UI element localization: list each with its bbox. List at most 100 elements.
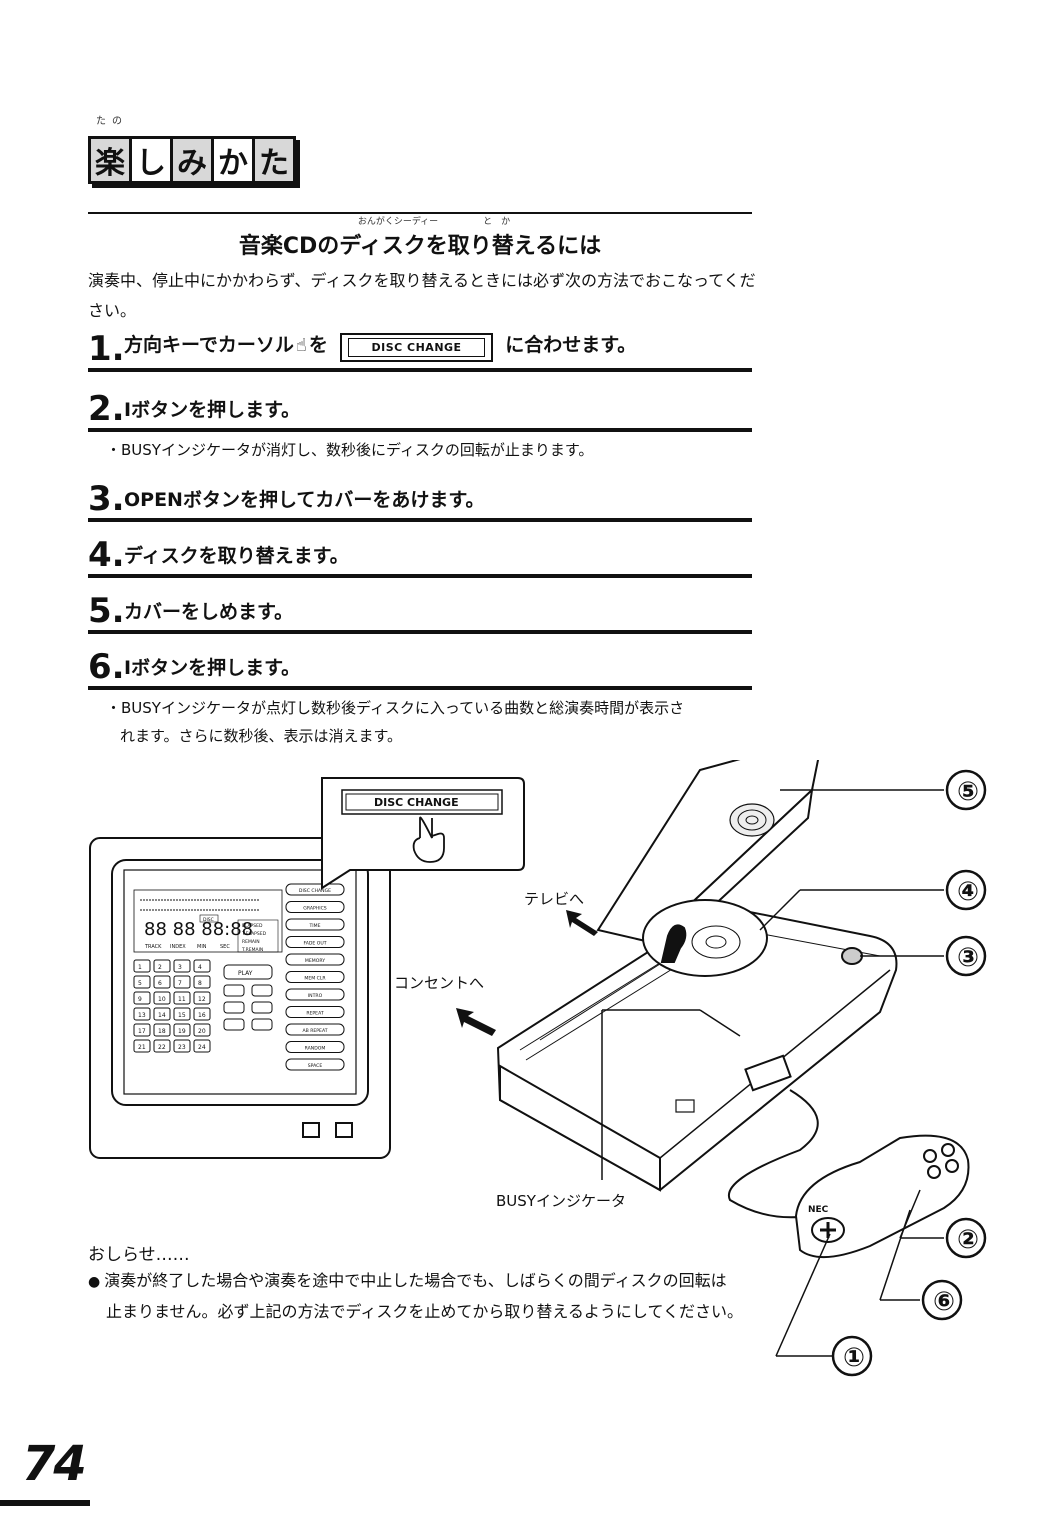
screen-keypad-key bbox=[153, 975, 171, 989]
step-4: 4. ディスクを取り替えます。 bbox=[88, 538, 752, 578]
screen-keypad-label: 1 bbox=[138, 964, 142, 971]
screen-keypad-label: 9 bbox=[138, 996, 142, 1003]
callout-3 bbox=[945, 935, 987, 977]
callout-5-label: ⑤ bbox=[957, 777, 979, 807]
screen-keypad-key bbox=[153, 1023, 171, 1037]
screen-keypad-label: 6 bbox=[158, 980, 162, 987]
screen-keypad-label: 18 bbox=[158, 1028, 166, 1035]
screen-keypad-key bbox=[133, 1039, 151, 1053]
screen-side-button bbox=[285, 883, 345, 896]
screen-side-button-label: FADE OUT bbox=[303, 941, 326, 947]
controller-cable bbox=[727, 1089, 841, 1219]
callout-3-label: ③ bbox=[957, 943, 979, 973]
screen-keypad-label: 14 bbox=[158, 1012, 166, 1019]
title-rule bbox=[88, 212, 752, 214]
screen-keypad-label: 19 bbox=[178, 1028, 186, 1035]
screen-keypad-label: 22 bbox=[158, 1044, 166, 1051]
screen-keypad-key bbox=[193, 1023, 211, 1037]
screen-keypad-label: 11 bbox=[178, 996, 186, 1003]
header-char: み bbox=[173, 139, 214, 181]
step-text-mid: を bbox=[308, 334, 328, 356]
callout-6 bbox=[921, 1279, 963, 1321]
step-text-pre: 方向キーでカーソル bbox=[124, 334, 294, 356]
tv-monitor bbox=[89, 837, 391, 1159]
callout-4-label: ④ bbox=[957, 877, 979, 907]
screen-keypad-key bbox=[173, 1023, 191, 1037]
screen-keypad-key bbox=[133, 1007, 151, 1021]
step-number: 6. bbox=[88, 647, 125, 687]
screen-keypad-key bbox=[193, 1039, 211, 1053]
step-text: ディスクを取り替えます。 bbox=[124, 545, 349, 567]
screen-side-button-label: MEMORY bbox=[305, 958, 325, 964]
screen-side-button-label: DISC CHANGE bbox=[299, 888, 331, 894]
notice-title: おしらせ…… bbox=[88, 1245, 190, 1265]
screen-side-button bbox=[285, 936, 345, 948]
step-rule bbox=[88, 368, 752, 372]
screen-side-button bbox=[285, 1041, 345, 1053]
cd-player-illustration: 88 88 88:88 TRACK INDEX MIN SEC DISC ELA… bbox=[89, 760, 987, 1377]
hand-cursor-icon: ☝ bbox=[295, 335, 307, 356]
screen-side-button-label: RANDOM bbox=[305, 1046, 326, 1052]
section-header: 楽 し み か た bbox=[88, 136, 296, 184]
step-rule bbox=[88, 428, 752, 432]
screen-keypad-label: 20 bbox=[198, 1028, 206, 1035]
step-number: 2. bbox=[88, 389, 125, 429]
screen-side-button-label: INTRO bbox=[308, 993, 323, 999]
callout-2-label: ② bbox=[957, 1225, 979, 1255]
gamepad: NEC bbox=[794, 1134, 970, 1259]
cd-player bbox=[496, 760, 898, 1192]
step-3: 3. OPENボタンを押してカバーをあけます。 bbox=[88, 482, 752, 522]
popup-disc-change-label: DISC CHANGE bbox=[374, 796, 459, 809]
screen-keypad-key bbox=[193, 991, 211, 1005]
step-number: 1. bbox=[88, 329, 125, 369]
screen-disc-label: DISC bbox=[203, 917, 214, 923]
screen-keypad-label: 10 bbox=[158, 996, 166, 1003]
step-rule bbox=[88, 630, 752, 634]
step-text-post: に合わせます。 bbox=[505, 334, 637, 356]
screen-time-label: REMAIN bbox=[242, 939, 260, 945]
screen-side-button-label: SPACE bbox=[308, 1063, 323, 1069]
page-number-rule bbox=[0, 1500, 90, 1506]
screen-side-button bbox=[285, 988, 345, 1001]
screen-keypad-key bbox=[133, 959, 151, 973]
screen-keypad-key bbox=[193, 1007, 211, 1021]
step-2: 2. Ⅰボタンを押します。 bbox=[88, 389, 752, 432]
notice-line-2: 止まりません。必ず上記の方法でディスクを止めてから取り替えるようにしてください。 bbox=[106, 1302, 743, 1321]
screen-keypad-label: 17 bbox=[138, 1028, 146, 1035]
screen-side-button-label: GRAPHICS bbox=[303, 906, 326, 912]
screen-keypad-key bbox=[133, 1023, 151, 1037]
screen-keypad-key bbox=[173, 975, 191, 989]
step-rule bbox=[88, 686, 752, 690]
screen-keypad-key bbox=[173, 991, 191, 1005]
screen-keypad-key bbox=[173, 1039, 191, 1053]
screen-keypad-label: 4 bbox=[198, 964, 202, 971]
screen-side-button bbox=[285, 953, 345, 966]
intro-text: 演奏中、停止中にかかわらず、ディスクを取り替えるときには必ず次の方法でおこなって… bbox=[88, 271, 756, 320]
page-number: 74 bbox=[22, 1436, 87, 1492]
step-6: 6. Ⅰボタンを押します。 bbox=[88, 647, 752, 690]
step-5: 5. カバーをしめます。 bbox=[88, 594, 752, 634]
screen-keypad-key bbox=[193, 975, 211, 989]
screen-side-button bbox=[285, 1023, 345, 1036]
step-6-note: ・BUSYインジケータが点灯し数秒後ディスクに入っている曲数と総演奏時間が表示さ… bbox=[106, 694, 756, 750]
screen-keypad-label: 7 bbox=[178, 980, 182, 987]
screen-side-button bbox=[285, 971, 345, 983]
screen-play-label: PLAY bbox=[238, 970, 253, 977]
screen-keypad-label: 3 bbox=[178, 964, 182, 971]
screen-time-label: ELAPSED bbox=[242, 923, 263, 929]
screen-keypad-key bbox=[153, 991, 171, 1005]
callout-2 bbox=[945, 1217, 987, 1259]
screen-side-button bbox=[285, 1058, 345, 1071]
screen-side-button-label: AB REPEAT bbox=[302, 1028, 327, 1034]
screen-keypad-key bbox=[153, 959, 171, 973]
header-char: し bbox=[132, 139, 173, 181]
callout-leaders bbox=[601, 789, 944, 1357]
screen-keypad-label: 2 bbox=[158, 964, 162, 971]
screen-keypad-key bbox=[173, 959, 191, 973]
screen-side-button bbox=[285, 901, 345, 913]
header-char: か bbox=[214, 139, 255, 181]
bullet-icon: ● bbox=[88, 1274, 101, 1290]
step-text: カバーをしめます。 bbox=[124, 601, 294, 623]
outlet-label: コンセントへ bbox=[394, 974, 484, 992]
